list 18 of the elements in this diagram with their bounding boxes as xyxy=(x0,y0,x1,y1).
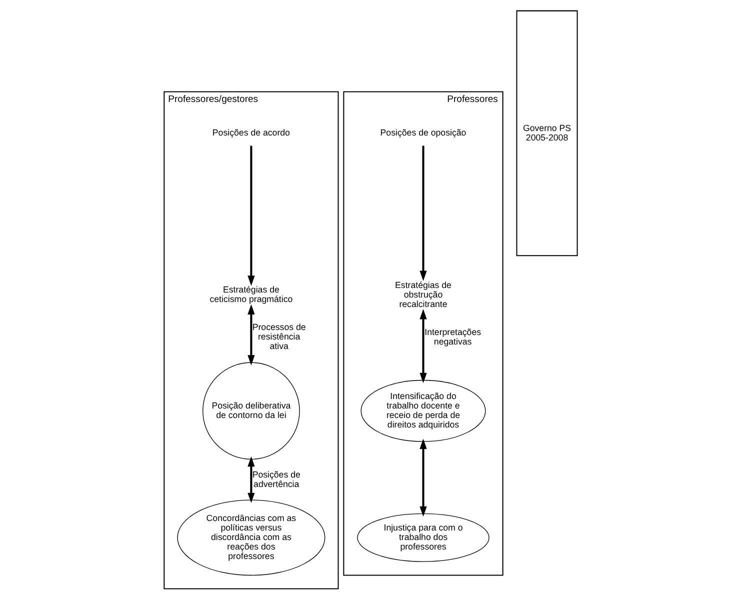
node-ellipse: Concordâncias com as políticas versus discordância com as reações dos professores xyxy=(177,500,326,576)
arrow xyxy=(248,304,255,366)
arrow xyxy=(248,146,255,286)
arrow xyxy=(248,456,255,504)
node-circle: Posição deliberativa de contorno da lei xyxy=(202,362,300,460)
arrow xyxy=(420,146,427,281)
node-text: Estratégias de obstrução recalcitrante xyxy=(395,280,452,309)
node-box: Governo PS 2005-2008 xyxy=(516,10,578,256)
node-text: Posições de acordo xyxy=(212,128,290,138)
edge-label: Interpretações negativas xyxy=(424,326,482,346)
node-text: Posições de oposição xyxy=(380,128,466,138)
arrow xyxy=(420,309,427,384)
node-ellipse: Intensificação do trabalho docente e receio de perda de direitos adquiridos xyxy=(360,380,486,442)
arrow xyxy=(420,438,427,517)
edge-label: Posições de advertência xyxy=(252,469,300,489)
node-text: Estratégias de ceticismo pragmático xyxy=(210,284,293,304)
edge-label: Processos de resistência ativa xyxy=(252,322,306,352)
node-ellipse: Injustiça para com o trabalho dos professores xyxy=(357,513,490,562)
